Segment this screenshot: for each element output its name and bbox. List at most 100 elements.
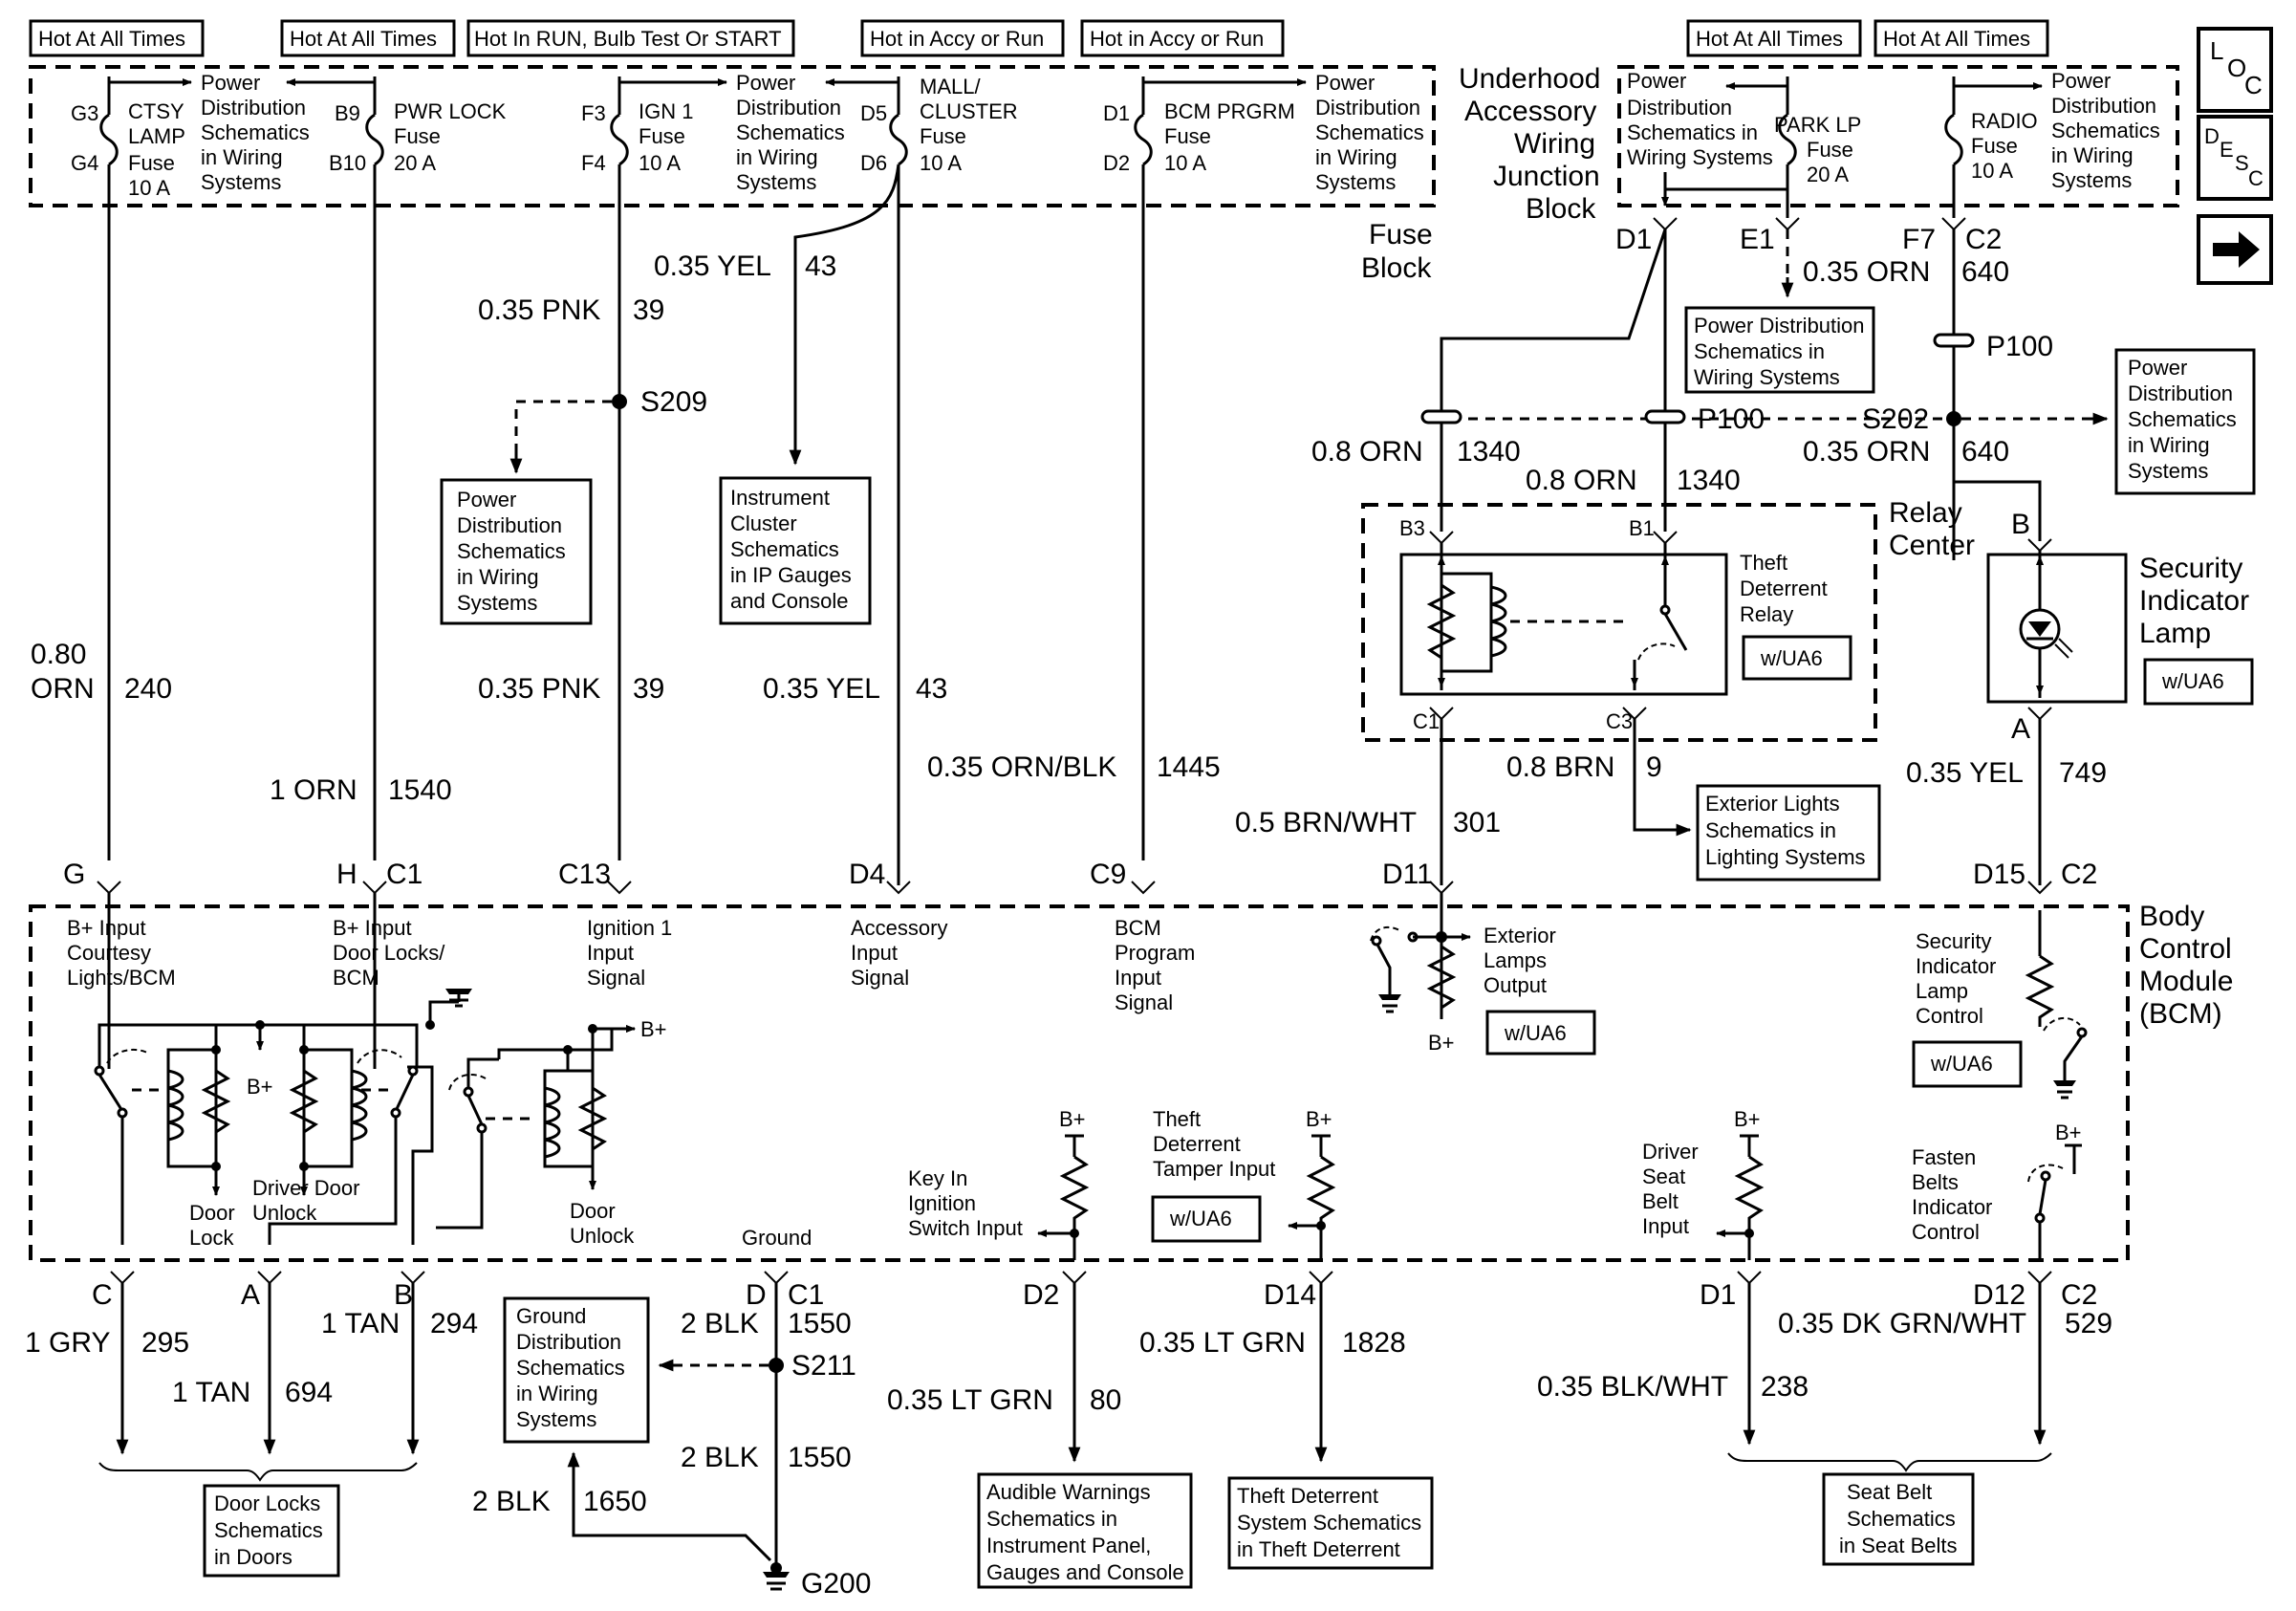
svg-text:Seat Belt: Seat Belt: [1847, 1480, 1932, 1504]
svg-text:Fuse: Fuse: [639, 124, 685, 148]
fuse-bcm-prgrm: D1 D2 BCM PRGRM Fuse 10 A: [1103, 76, 1307, 860]
hot-label-text: Hot At All Times: [1883, 27, 2030, 51]
hot-label: Hot At All Times: [1874, 19, 2049, 57]
svg-text:Program: Program: [1115, 941, 1195, 965]
svg-text:D15: D15: [1973, 859, 2025, 890]
wire-gauge: 0.35 DK GRN/WHT: [1778, 1308, 2026, 1339]
svg-text:Systems: Systems: [2051, 168, 2132, 192]
ext-lamps-option-badge: w/UA6: [1485, 1010, 1596, 1056]
svg-text:Schematics: Schematics: [736, 120, 845, 144]
svg-text:C13: C13: [558, 859, 611, 890]
hot-labels: Hot At All Times Hot At All Times Hot In…: [29, 19, 2049, 57]
security-indicator-lamp: B Security Indicator Lamp w/UA6 A: [1986, 509, 2254, 745]
loc-icon[interactable]: L O C: [2197, 27, 2273, 113]
svg-text:D4: D4: [849, 859, 885, 890]
svg-text:20 A: 20 A: [394, 151, 436, 175]
svg-text:F4: F4: [581, 151, 606, 175]
svg-text:in Doors: in Doors: [214, 1545, 292, 1569]
ground-dist-box: Ground Distribution Schematics in Wiring…: [503, 1296, 650, 1444]
hot-label-text: Hot in Accy or Run: [870, 27, 1044, 51]
svg-text:B10: B10: [329, 151, 366, 175]
svg-text:RADIO: RADIO: [1971, 109, 2038, 133]
svg-text:Fasten: Fasten: [1912, 1145, 1976, 1169]
power-dist-box-right: Power Distribution Schematics in Wiring …: [2114, 348, 2256, 495]
wire-circuit: 1540: [388, 774, 452, 806]
svg-text:B+: B+: [640, 1017, 667, 1041]
power-dist-box-center: Power Distribution Schematics in Wiring …: [1684, 306, 1875, 394]
svg-text:D5: D5: [860, 101, 887, 125]
svg-text:10 A: 10 A: [639, 151, 681, 175]
power-dist-ref: Power Distribution Schematics in Wiring …: [2051, 69, 2160, 192]
svg-text:D: D: [2204, 124, 2220, 148]
svg-text:Module: Module: [2139, 966, 2233, 997]
svg-text:in Wiring: in Wiring: [2128, 433, 2210, 457]
wire-circuit: 1828: [1342, 1327, 1406, 1359]
svg-text:in Wiring: in Wiring: [201, 145, 283, 169]
wire-circuit: 749: [2059, 757, 2107, 789]
svg-text:Fuse: Fuse: [128, 151, 175, 175]
power-dist-ref: Power Distribution Schematics in Wiring …: [1627, 69, 1773, 169]
security-option-badge: w/UA6: [1912, 1040, 2023, 1088]
wire-circuit: 43: [916, 673, 947, 705]
hot-label-text: Hot At All Times: [290, 27, 437, 51]
svg-text:Switch Input: Switch Input: [908, 1216, 1023, 1240]
relay-option-badge: w/UA6: [1742, 635, 1852, 681]
svg-text:D12: D12: [1973, 1279, 2025, 1311]
svg-text:Theft: Theft: [1740, 551, 1787, 575]
svg-text:Accessory: Accessory: [851, 916, 947, 940]
wire-circuit: 301: [1453, 807, 1501, 838]
svg-text:Tamper Input: Tamper Input: [1153, 1157, 1275, 1181]
svg-text:in Wiring: in Wiring: [516, 1382, 598, 1405]
wire-gauge: 0.35 PNK: [478, 294, 600, 326]
theft-tamper-input: B+ Theft Deterrent Tamper Input w/UA6: [1151, 1107, 1336, 1260]
wire-gauge: 0.5 BRN/WHT: [1235, 807, 1417, 838]
hot-label: Hot in Accy or Run: [860, 19, 1065, 57]
wire-gauge: 0.35 LT GRN: [887, 1384, 1053, 1416]
svg-text:D11: D11: [1382, 859, 1433, 890]
svg-text:Power: Power: [1627, 69, 1686, 93]
svg-text:Lamp: Lamp: [2139, 618, 2211, 649]
wire-gauge: 0.35 ORN: [1803, 256, 1930, 288]
svg-text:Power: Power: [2051, 69, 2111, 93]
svg-text:Signal: Signal: [851, 966, 909, 990]
svg-text:IGN 1: IGN 1: [639, 99, 693, 123]
svg-text:Input: Input: [587, 941, 634, 965]
svg-text:PARK LP: PARK LP: [1774, 113, 1861, 137]
svg-text:Unlock: Unlock: [570, 1224, 635, 1248]
svg-text:in Wiring: in Wiring: [736, 145, 818, 169]
svg-text:LAMP: LAMP: [128, 124, 185, 148]
svg-text:Theft Deterrent: Theft Deterrent: [1237, 1484, 1378, 1508]
desc-icon[interactable]: D E S C: [2197, 115, 2273, 201]
svg-text:Schematics: Schematics: [457, 539, 566, 563]
driver-seat-belt-input: B+ Driver Seat Belt Input: [1642, 1107, 1765, 1260]
ground-g200: G200: [763, 1562, 871, 1600]
security-indicator-control: Security Indicator Lamp Control w/UA6: [1912, 910, 2088, 1099]
svg-text:B+: B+: [1306, 1107, 1332, 1131]
wire-circuit: 640: [1961, 256, 2009, 288]
key-in-input: B+ Key In Ignition Switch Input: [908, 1107, 1090, 1260]
svg-text:Key In: Key In: [908, 1166, 967, 1190]
power-dist-ref: Power Distribution Schematics in Wiring …: [201, 71, 310, 194]
wire-gauge: 2 BLK: [681, 1308, 759, 1339]
fuse-radio: RADIO Fuse 10 A: [1944, 76, 2043, 218]
svg-text:Fuse: Fuse: [920, 124, 966, 148]
svg-text:Door: Door: [570, 1199, 616, 1223]
svg-text:10 A: 10 A: [1164, 151, 1206, 175]
svg-text:Systems: Systems: [457, 591, 537, 615]
svg-text:CLUSTER: CLUSTER: [920, 99, 1018, 123]
svg-text:10 A: 10 A: [1971, 159, 2013, 183]
underhood-connectors: D1 E1 F7 C2: [1615, 217, 2002, 255]
wire-gauge: 0.35 ORN/BLK: [927, 751, 1116, 783]
svg-text:B3: B3: [1399, 516, 1425, 540]
svg-text:F7: F7: [1902, 224, 1936, 255]
svg-text:A: A: [241, 1279, 260, 1311]
wire-gauge: 1 TAN: [321, 1308, 400, 1339]
splice-s211: S211: [658, 1350, 856, 1382]
right-arrow-icon[interactable]: [2197, 214, 2273, 285]
wire-circuit: 1340: [1677, 465, 1741, 496]
hot-label-text: Hot At All Times: [1696, 27, 1843, 51]
svg-text:H: H: [336, 859, 357, 890]
svg-text:Distribution: Distribution: [736, 96, 841, 120]
svg-text:Schematics: Schematics: [2128, 407, 2237, 431]
